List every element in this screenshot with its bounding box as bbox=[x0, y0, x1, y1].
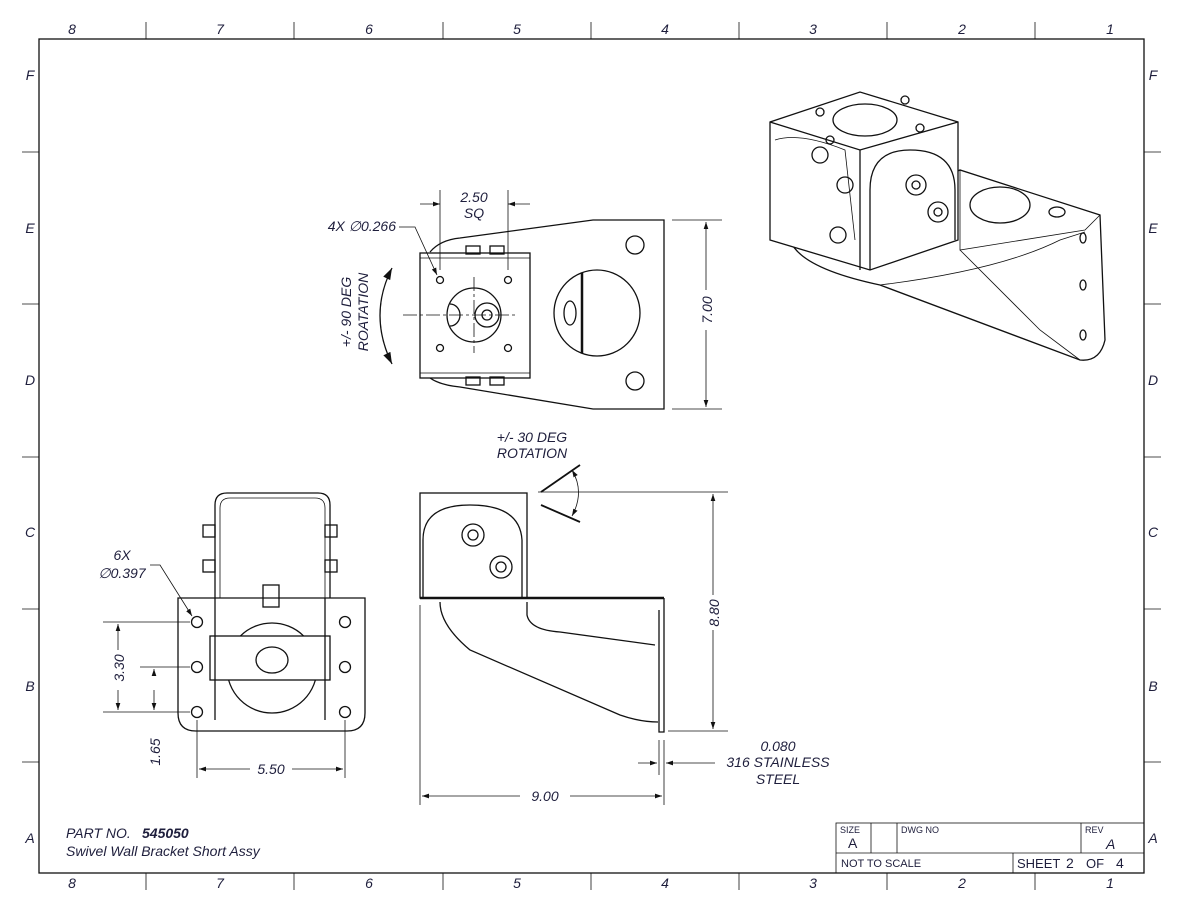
zone-row-f-right: F bbox=[1149, 67, 1159, 83]
thickness-dim: 0.080 bbox=[760, 738, 795, 754]
side-view: 8.80 +/- 30 DEG ROTATION 9.00 0.080 316 … bbox=[419, 429, 830, 805]
rotation-90-line1: +/- 90 DEG bbox=[338, 277, 354, 348]
material-line2: 316 STAINLESS bbox=[726, 754, 830, 770]
sheet-border bbox=[38, 38, 1145, 874]
sheet-label: SHEET bbox=[1017, 856, 1060, 871]
zone-col-6-bottom: 6 bbox=[365, 875, 373, 891]
zone-col-8: 8 bbox=[68, 21, 76, 37]
zone-ticks bbox=[22, 22, 1161, 890]
size-value: A bbox=[848, 835, 858, 851]
hole-callout-diameter: ∅0.397 bbox=[98, 565, 146, 581]
dim-1-65: 1.65 bbox=[147, 738, 163, 765]
zone-row-d: D bbox=[25, 372, 35, 388]
isometric-view bbox=[769, 91, 1106, 361]
zone-row-e-right: E bbox=[1148, 220, 1158, 236]
zone-col-3: 3 bbox=[809, 21, 817, 37]
front-view: 6X ∅0.397 3.30 1.65 5.50 bbox=[98, 492, 366, 778]
height-dim-8-80: 8.80 bbox=[706, 599, 722, 626]
zone-col-7: 7 bbox=[216, 21, 225, 37]
zone-col-2: 2 bbox=[957, 21, 966, 37]
height-dim-7: 7.00 bbox=[699, 296, 715, 323]
sheet-total: 4 bbox=[1116, 855, 1124, 871]
part-number: 545050 bbox=[142, 825, 189, 841]
rotation-30-line2: ROTATION bbox=[497, 445, 568, 461]
zone-row-b-right: B bbox=[1148, 678, 1157, 694]
part-description: Swivel Wall Bracket Short Assy bbox=[66, 843, 261, 859]
zone-row-c: C bbox=[25, 524, 36, 540]
material-line3: STEEL bbox=[756, 771, 800, 787]
hole-callout-6x: 6X bbox=[113, 547, 131, 563]
zone-row-f: F bbox=[26, 67, 36, 83]
zone-col-8-bottom: 8 bbox=[68, 875, 76, 891]
sheet-number: 2 bbox=[1066, 855, 1074, 871]
hole-callout-4x: 4X ∅0.266 bbox=[328, 218, 396, 234]
zone-row-d-right: D bbox=[1148, 372, 1158, 388]
zone-col-2-bottom: 2 bbox=[957, 875, 966, 891]
scale-note: NOT TO SCALE bbox=[841, 858, 921, 870]
rev-label: REV bbox=[1085, 825, 1104, 835]
zone-row-e: E bbox=[25, 220, 35, 236]
zone-row-a-right: A bbox=[1147, 830, 1157, 846]
zone-col-4-bottom: 4 bbox=[661, 875, 669, 891]
zone-col-4: 4 bbox=[661, 21, 669, 37]
dwg-no-label: DWG NO bbox=[901, 825, 939, 835]
zone-row-b: B bbox=[25, 678, 34, 694]
zone-col-1-bottom: 1 bbox=[1106, 875, 1114, 891]
zone-row-c-right: C bbox=[1148, 524, 1159, 540]
zone-col-5: 5 bbox=[513, 21, 521, 37]
zone-row-a: A bbox=[24, 830, 34, 846]
zone-col-5-bottom: 5 bbox=[513, 875, 521, 891]
square-suffix: SQ bbox=[464, 205, 484, 221]
length-dim-9: 9.00 bbox=[531, 788, 558, 804]
square-dim: 2.50 bbox=[459, 189, 487, 205]
part-no-label: PART NO. bbox=[66, 825, 131, 841]
size-label: SIZE bbox=[840, 825, 860, 835]
zone-col-3-bottom: 3 bbox=[809, 875, 817, 891]
of-label: OF bbox=[1086, 856, 1104, 871]
dim-3-30: 3.30 bbox=[111, 654, 127, 681]
dim-5-50: 5.50 bbox=[257, 761, 284, 777]
rotation-30-line1: +/- 30 DEG bbox=[497, 429, 568, 445]
top-view: 2.50 SQ 4X ∅0.266 7.00 +/- 90 DEG ROATAT… bbox=[328, 189, 722, 410]
rotation-90-line2: ROATATION bbox=[355, 272, 371, 351]
title-block: SIZE A DWG NO REV A NOT TO SCALE SHEET 2… bbox=[835, 822, 1145, 874]
rev-value: A bbox=[1105, 836, 1115, 852]
zone-col-1: 1 bbox=[1106, 21, 1114, 37]
zone-col-6: 6 bbox=[365, 21, 373, 37]
zone-col-7-bottom: 7 bbox=[216, 875, 225, 891]
